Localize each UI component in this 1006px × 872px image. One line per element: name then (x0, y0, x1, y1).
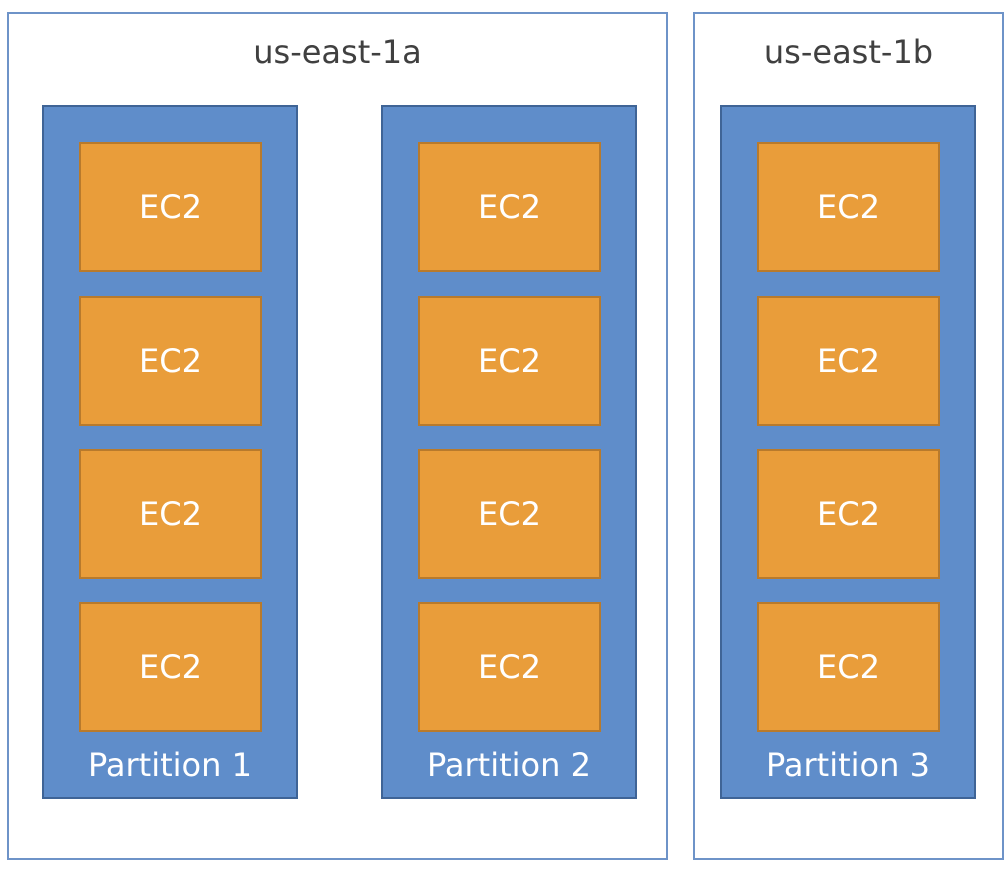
partition-3: EC2 EC2 EC2 EC2 Partition 3 (720, 105, 976, 799)
ec2-instance: EC2 (418, 296, 601, 426)
ec2-instance: EC2 (79, 449, 262, 579)
partition-1: EC2 EC2 EC2 EC2 Partition 1 (42, 105, 298, 799)
partition-2: EC2 EC2 EC2 EC2 Partition 2 (381, 105, 637, 799)
zone-label: us-east-1a (253, 33, 422, 71)
ec2-instance: EC2 (418, 449, 601, 579)
ec2-instance: EC2 (418, 602, 601, 732)
ec2-instance: EC2 (79, 602, 262, 732)
zone-label: us-east-1b (763, 33, 934, 71)
ec2-instance: EC2 (79, 142, 262, 272)
ec2-instance: EC2 (418, 142, 601, 272)
partition-label: Partition 3 (766, 746, 930, 784)
ec2-instance: EC2 (757, 602, 940, 732)
partition-label: Partition 1 (88, 746, 252, 784)
ec2-instance: EC2 (757, 449, 940, 579)
ec2-instance: EC2 (757, 142, 940, 272)
partition-label: Partition 2 (427, 746, 591, 784)
ec2-instance: EC2 (757, 296, 940, 426)
ec2-instance: EC2 (79, 296, 262, 426)
